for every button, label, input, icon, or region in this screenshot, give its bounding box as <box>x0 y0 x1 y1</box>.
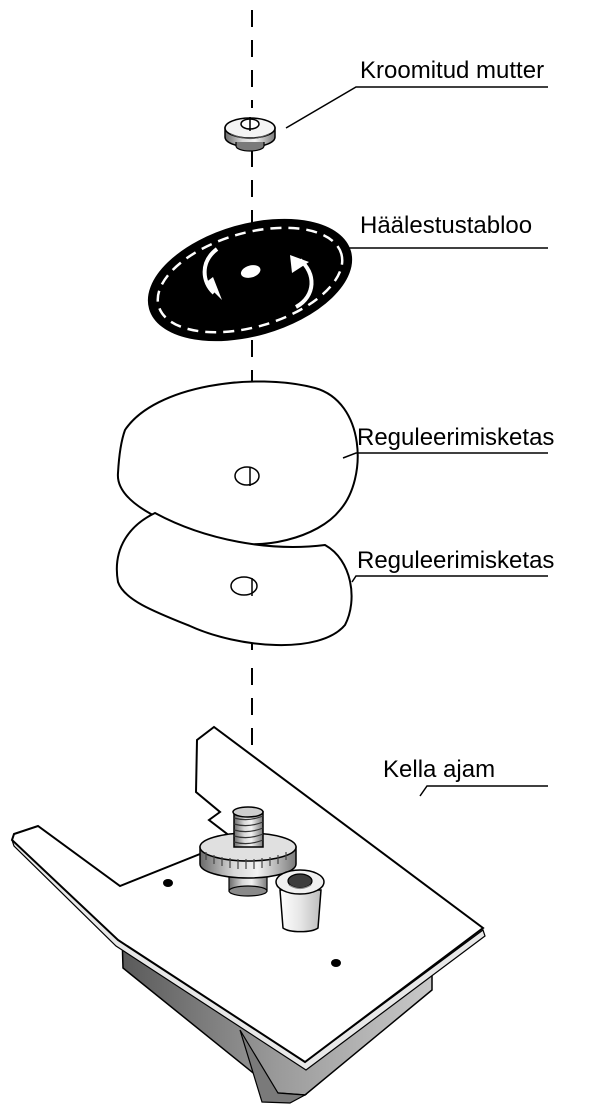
leader-nut <box>285 86 548 129</box>
clock-movement <box>10 725 486 1104</box>
chrome-nut <box>224 117 276 152</box>
leader-disc-lower <box>351 575 548 583</box>
label-regulating-disc-lower: Reguleerimisketas <box>357 547 554 574</box>
label-chrome-nut: Kroomitud mutter <box>360 57 544 84</box>
regulating-disc-upper <box>116 380 359 546</box>
regulating-disc-lower <box>115 511 353 646</box>
rotate-arrow-icon <box>290 255 314 309</box>
callout-leaders <box>285 86 548 797</box>
leader-movement <box>419 785 548 797</box>
hand-sleeve <box>275 869 325 933</box>
leader-disc-upper <box>342 452 548 459</box>
label-clock-movement: Kella ajam <box>383 756 495 783</box>
threaded-stud <box>199 806 297 897</box>
label-adjustment-dial: Häälestustabloo <box>360 212 532 239</box>
rotate-arrow-icon <box>202 247 222 300</box>
adjustment-dial <box>147 218 353 342</box>
label-regulating-disc-upper: Reguleerimisketas <box>357 424 554 451</box>
